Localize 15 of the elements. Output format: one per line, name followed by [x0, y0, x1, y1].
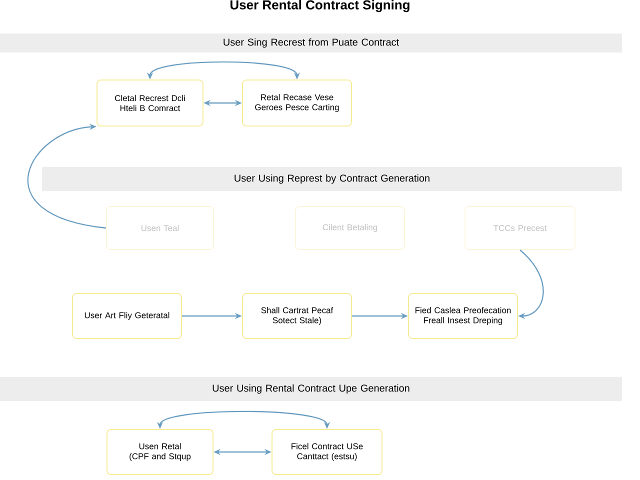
process-box: TCCs Precest	[464, 206, 576, 250]
title: User Rental Contract Signing	[230, 0, 410, 12]
process-box: Usen Retal (CPF and Stqup	[106, 429, 214, 475]
process-box: Shall Cartrat Pecaf Sotect Stale)	[242, 293, 352, 339]
process-box: Cletal Recrest Dcli Hteli B Comract	[96, 80, 204, 126]
process-box: User Art Fliy Geteratal	[72, 293, 182, 339]
arrow	[28, 124, 106, 229]
process-box: Cilent Betaling	[295, 206, 405, 250]
process-box: Ficel Contract USe Canttact (estsu)	[272, 429, 382, 475]
section-header: User Using Rental Contract Upe Generation	[0, 377, 622, 401]
section-header: User Using Represt by Contract Generation	[42, 167, 622, 191]
process-box: Fied Caslea Preofecation Freall Insest Dreping	[408, 293, 518, 339]
process-box: Retal Recase Vese Geroes Pesce Carting	[242, 80, 352, 126]
process-box: Usen Teal	[106, 206, 214, 250]
section-header: User Sing Recrest from Puate Contract	[0, 34, 622, 52]
